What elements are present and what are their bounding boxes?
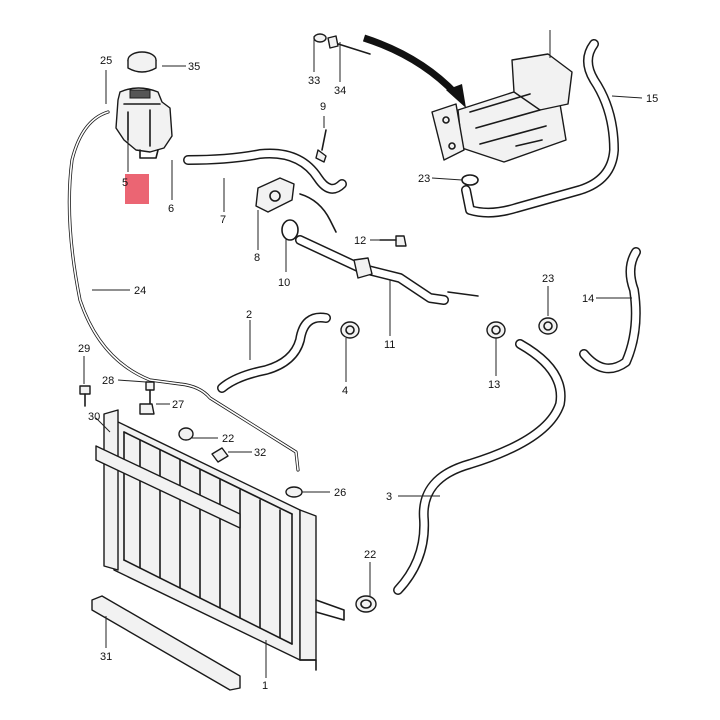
radiator-upper-bracket [95,445,241,529]
hose-7 [183,148,347,194]
clamp-22-upper [178,427,194,441]
callout-14: 14 [582,293,594,305]
hose-14 [579,247,641,374]
callout-2: 2 [246,309,252,321]
callout-35: 35 [188,61,200,73]
callout-33: 33 [308,75,320,87]
callout-22-upper: 22 [222,433,234,445]
callout-22-lower: 22 [364,549,376,561]
bolt-28 [145,381,155,405]
expansion-tank [115,87,173,159]
callout-34: 34 [334,85,346,97]
hose-3 [393,339,566,595]
overflow-hose [67,110,300,472]
gasket [255,177,295,213]
clamp-13 [486,321,506,339]
callout-8: 8 [254,252,260,264]
clamp-23-right [538,317,558,335]
clamp-22-lower [355,595,377,613]
clamp-4 [340,321,360,339]
callout-9: 9 [320,101,326,113]
callout-28: 28 [102,375,114,387]
leader-lines [83,30,643,678]
callout-32: 32 [254,447,266,459]
callout-26: 26 [334,487,346,499]
direction-arrowhead [446,84,466,108]
clamp-26 [285,486,303,498]
clamp-23-top [461,174,479,186]
bolt-12 [379,235,407,247]
callout-1: 1 [262,680,268,692]
direction-arrow [362,34,459,97]
callout-23-top: 23 [418,173,430,185]
lower-mounting-bar [91,595,241,691]
callout-3: 3 [386,491,392,503]
callout-5: 5 [122,177,128,189]
bolts-33-34 [313,33,371,55]
o-ring [281,219,299,241]
expansion-tank-cap [127,51,157,73]
callout-29: 29 [78,343,90,355]
bolt-9 [315,129,327,163]
clip-32 [211,447,229,463]
callout-24: 24 [134,285,146,297]
coolant-pipe [295,193,479,305]
highlight-marker [125,174,149,204]
bolt-29 [79,385,91,407]
egr-cooler [431,53,573,163]
callout-13: 13 [488,379,500,391]
callout-6: 6 [168,203,174,215]
callout-12: 12 [354,235,366,247]
callout-7: 7 [220,214,226,226]
callout-27: 27 [172,399,184,411]
hose-15 [461,39,619,218]
hose-2 [217,312,331,393]
callout-11: 11 [384,339,395,351]
callout-15: 15 [646,93,658,105]
callout-4: 4 [342,385,348,397]
callout-31: 31 [100,651,112,663]
callout-25: 25 [100,55,112,67]
callout-labels: 1 2 3 4 5 6 7 8 9 10 11 12 13 14 15 22 2… [78,55,658,692]
clip-27 [139,403,155,415]
callout-30: 30 [88,411,100,423]
callout-10: 10 [278,277,290,289]
callout-23-right: 23 [542,273,554,285]
